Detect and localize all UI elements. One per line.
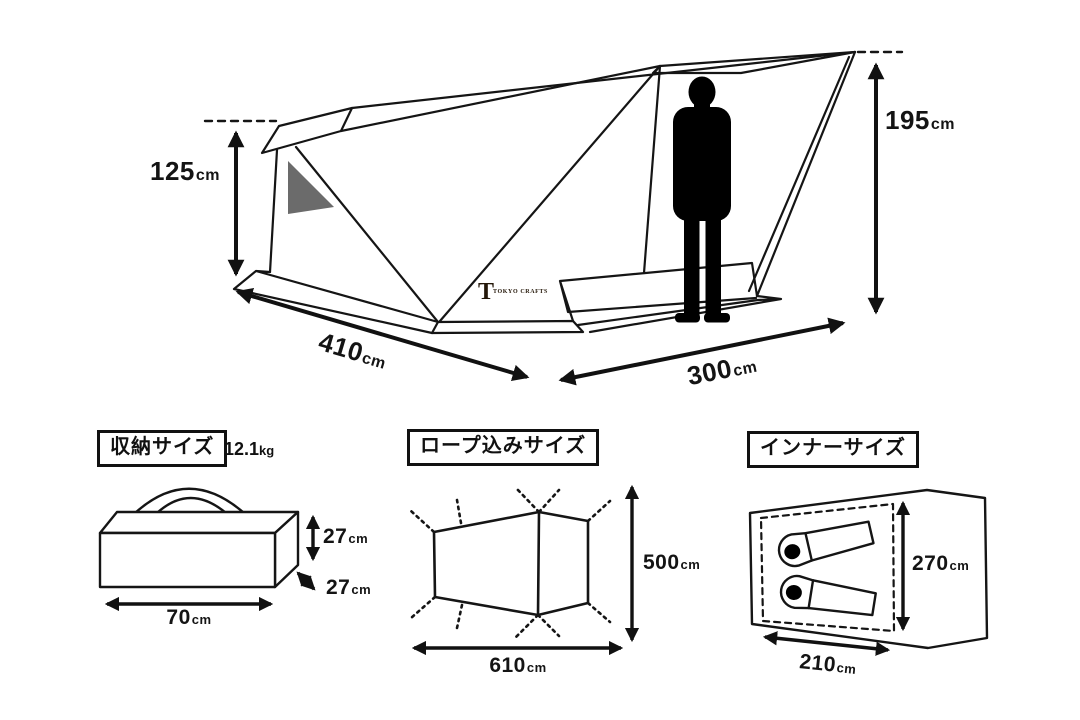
tent-roof-lower-edge (339, 50, 857, 133)
footprint-center-seam (536, 510, 541, 617)
tent-left-pole-edge (268, 148, 279, 274)
guy-ropes (409, 487, 612, 639)
bag-handle-outer (132, 487, 246, 516)
bag-front-face (98, 531, 277, 589)
bag-top-face (98, 510, 300, 535)
rope-size-title: ロープ込みサイズ (407, 429, 600, 466)
inner-dimension-arrows (762, 500, 911, 656)
bag-handle-inner (155, 496, 228, 515)
tent-left-bottom-edge (232, 269, 440, 335)
width-410-arrow (235, 287, 530, 382)
depth-300-arrow (558, 317, 846, 386)
tent-entrance-right-inner (747, 55, 851, 293)
tent-window (288, 161, 334, 214)
rope-dimension-arrows (411, 484, 640, 656)
bag-depth-27-arrow (296, 571, 316, 591)
tent-floor-sill (558, 261, 759, 323)
storage-dimension-arrows (104, 514, 321, 612)
inner-floor-dashed (759, 502, 896, 633)
tent-ridge (350, 50, 857, 110)
tent-entrance-left-edge (642, 64, 662, 275)
tent-dimension-arrows (227, 62, 885, 386)
tent-front-bottom-edge (430, 319, 585, 335)
inner-tent-drawing (748, 488, 989, 650)
footprint-outline (432, 510, 590, 617)
storage-size-title: 収納サイズ (97, 430, 228, 467)
tent-logo-mark: T (478, 279, 494, 305)
tent-front-seam-left (294, 145, 440, 324)
tent-visor (260, 106, 354, 155)
sleeping-bag-top (777, 520, 875, 568)
sleeping-bag-bottom (779, 574, 877, 617)
storage-bag-drawing (98, 487, 300, 589)
tent-logo: T TOKYO CRAFTS (478, 279, 548, 305)
tent-front-seam-right (438, 64, 662, 323)
tent-entrance-right-outer (755, 50, 857, 298)
tent-logo-text: TOKYO CRAFTS (493, 289, 548, 295)
person-silhouette (673, 76, 731, 323)
inner-width-210-arrow (762, 631, 891, 656)
tent-drawing (203, 50, 904, 335)
inner-size-title: インナーサイズ (747, 431, 919, 468)
rope-footprint-drawing (409, 487, 612, 639)
